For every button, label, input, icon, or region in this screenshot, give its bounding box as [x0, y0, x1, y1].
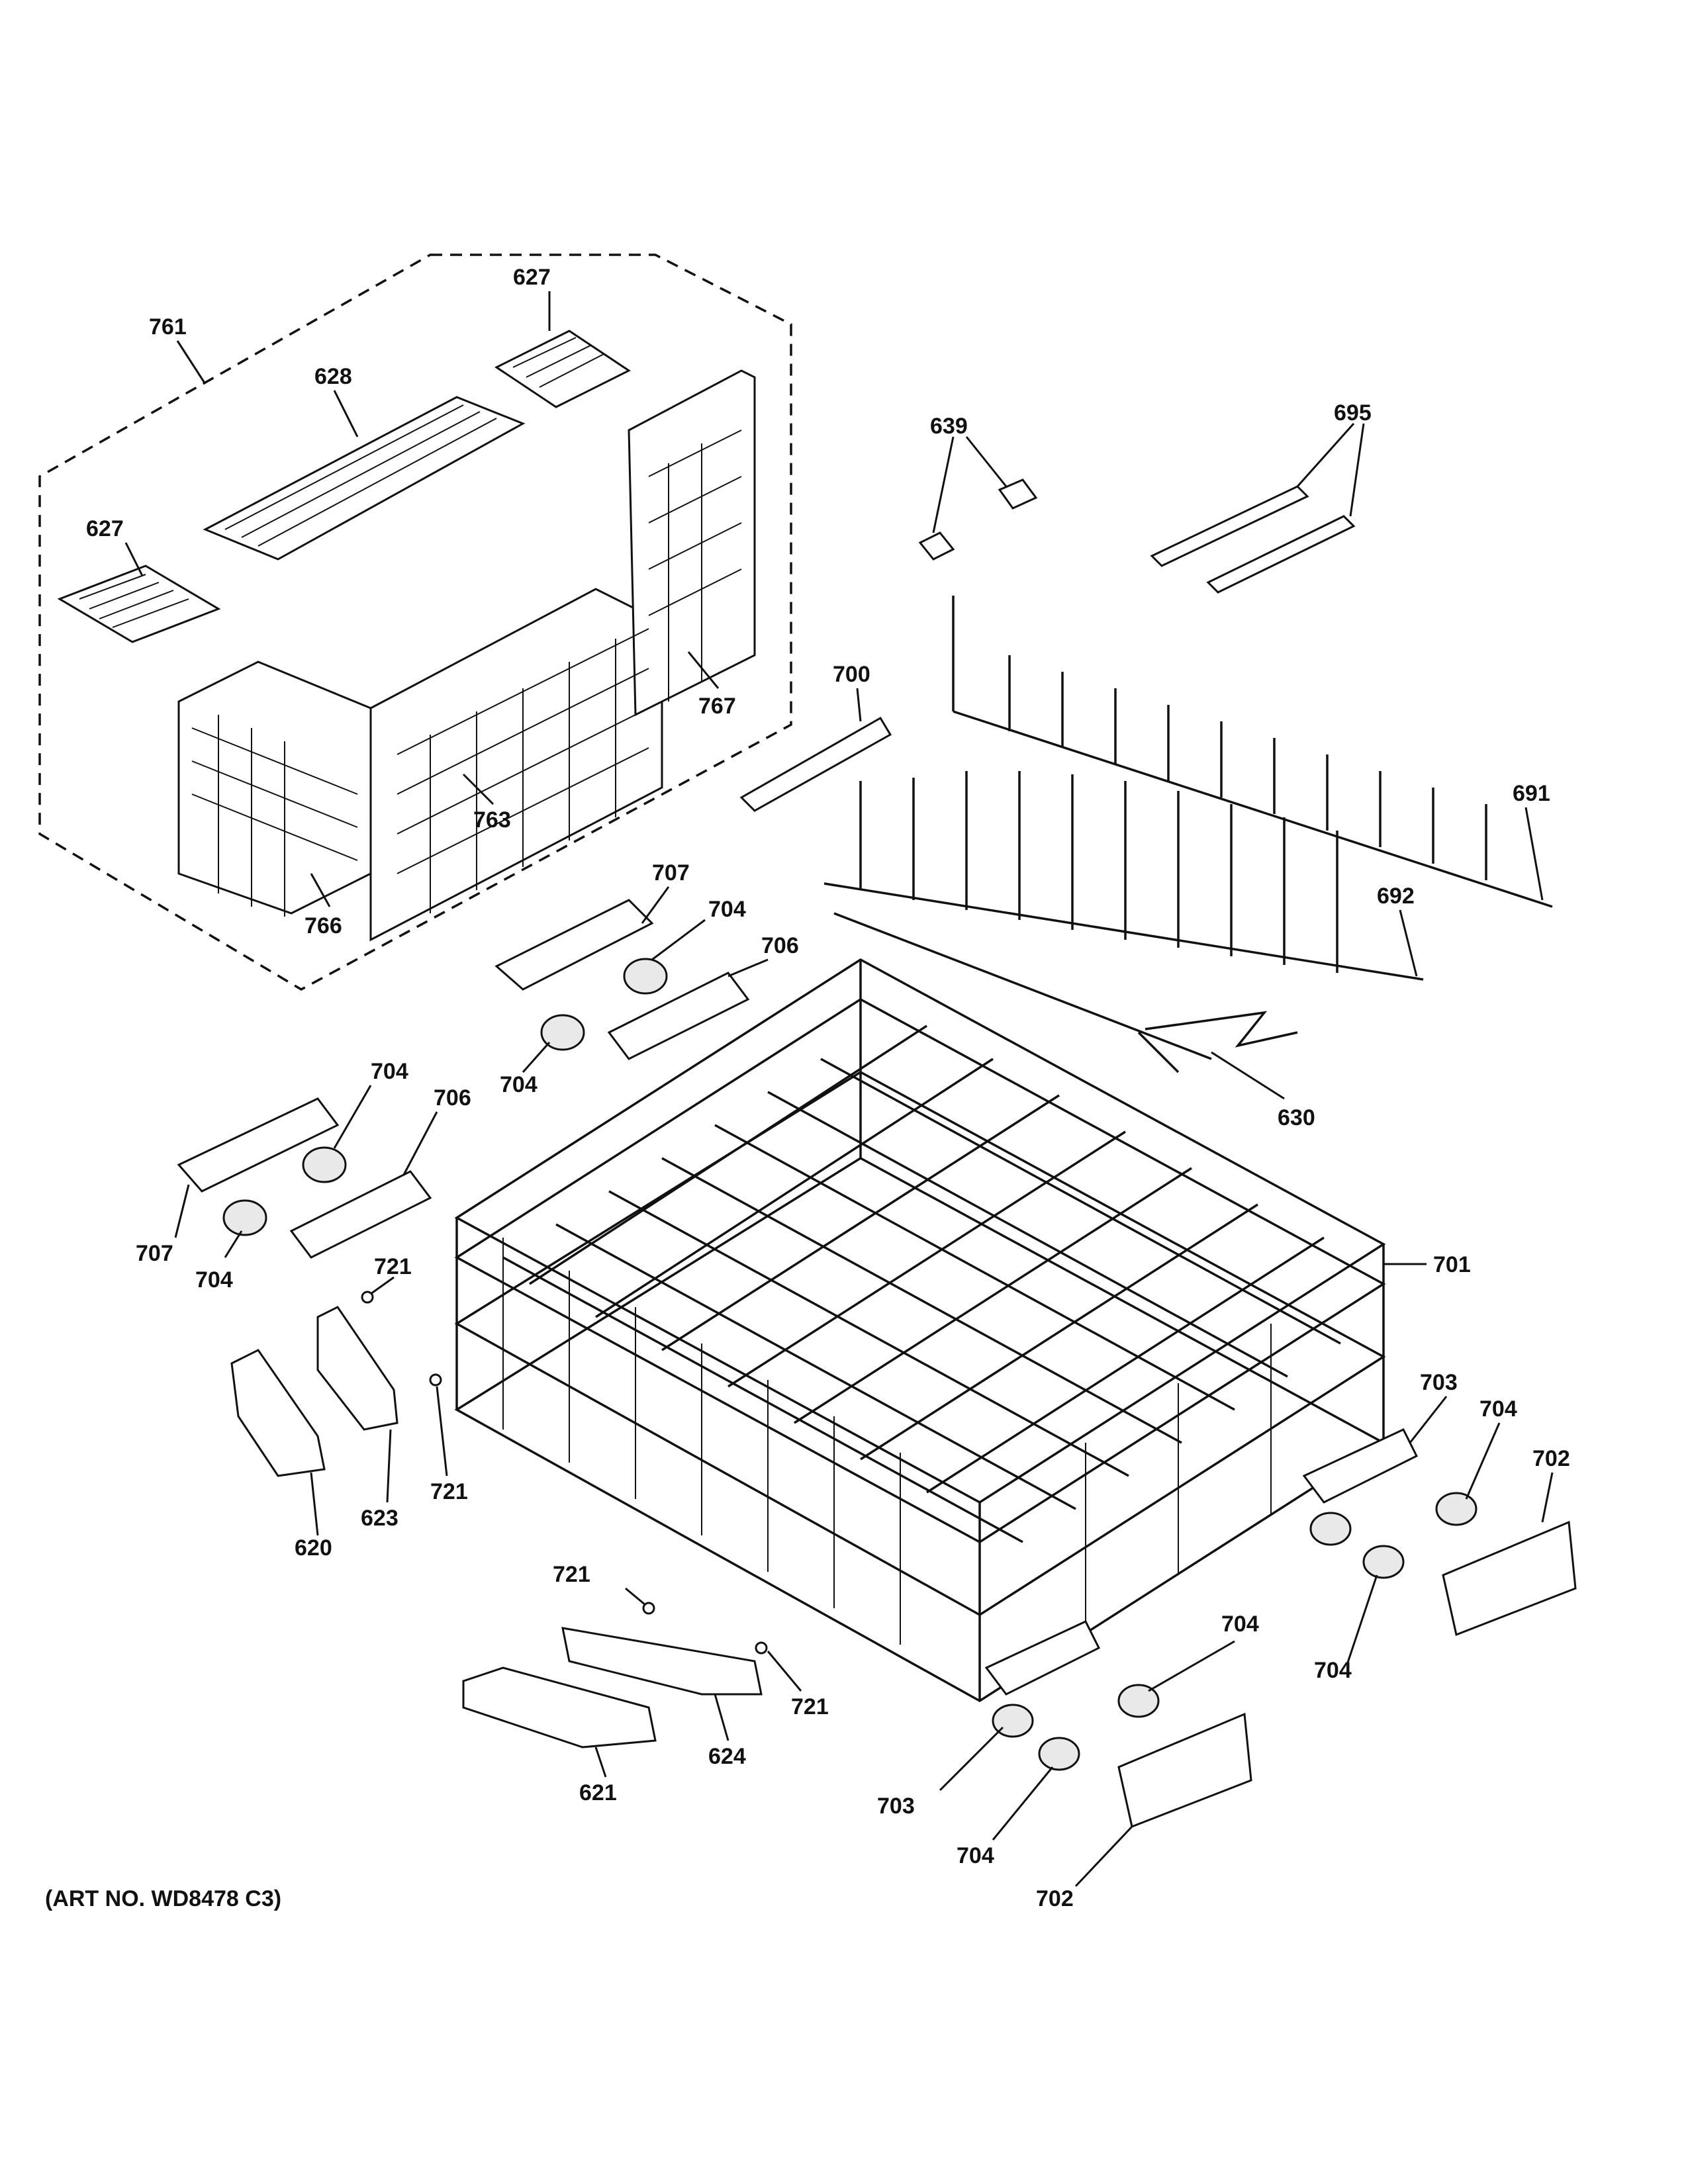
- callout-627-top: 627: [513, 265, 551, 290]
- tine-row-692: [823, 771, 1424, 981]
- art-number: (ART NO. WD8478 C3): [45, 1886, 282, 1911]
- callout-721-middle: 721: [430, 1479, 468, 1504]
- bracket-623: [316, 1306, 399, 1431]
- callout-623: 623: [361, 1506, 399, 1531]
- callout-721-top: 721: [374, 1254, 412, 1279]
- bracket-624: [561, 1627, 763, 1696]
- callout-704-lower-top: 704: [1221, 1612, 1259, 1637]
- callout-706-left: 706: [434, 1085, 471, 1111]
- tine-clip-700: [739, 716, 892, 812]
- callout-704-upper-right: 704: [708, 897, 746, 922]
- callout-624: 624: [708, 1744, 746, 1769]
- roller-group-right: [1302, 1428, 1577, 1637]
- callout-627-left: 627: [86, 516, 124, 541]
- basket-cover-right: [494, 330, 631, 408]
- callout-721-lower-right: 721: [791, 1694, 829, 1719]
- rail-695: [1150, 485, 1356, 594]
- callout-621: 621: [579, 1780, 617, 1805]
- callout-704-right-bottom: 704: [1314, 1658, 1352, 1683]
- callout-761: 761: [149, 314, 187, 340]
- callout-704-left-bottom: 704: [195, 1267, 233, 1293]
- basket-cover-center: [203, 396, 526, 561]
- tine-row-630: [833, 912, 1298, 1073]
- callout-721-lower-left: 721: [553, 1562, 590, 1587]
- callout-707-left: 707: [136, 1241, 173, 1266]
- callout-703-right: 703: [1420, 1370, 1458, 1395]
- callout-702-right: 702: [1532, 1446, 1570, 1471]
- roller-group-lower: [984, 1620, 1252, 1829]
- screw-721-b: [429, 1373, 442, 1387]
- callout-767: 767: [698, 694, 736, 719]
- screw-721-c: [642, 1602, 655, 1615]
- clip-639: [918, 478, 1038, 561]
- basket-assembly-outline: [38, 253, 792, 991]
- callout-639: 639: [930, 414, 968, 439]
- tine-row-691: [952, 596, 1553, 908]
- leader-lines: [124, 291, 1554, 1888]
- bumper-620: [230, 1349, 326, 1477]
- callout-702-lower: 702: [1036, 1886, 1074, 1911]
- callout-620: 620: [295, 1535, 332, 1561]
- callout-691: 691: [1513, 781, 1550, 806]
- callout-701: 701: [1433, 1252, 1471, 1277]
- bumper-621: [462, 1666, 657, 1749]
- callout-695: 695: [1334, 400, 1372, 426]
- callout-704-right-top: 704: [1479, 1396, 1517, 1422]
- callout-700: 700: [833, 662, 870, 687]
- callout-704-left-top: 704: [371, 1059, 408, 1084]
- callout-692: 692: [1377, 884, 1415, 909]
- callout-630: 630: [1278, 1105, 1315, 1130]
- silverware-basket: [177, 369, 756, 942]
- basket-cover-left: [57, 565, 221, 643]
- callout-707-upper: 707: [652, 860, 690, 886]
- callout-703-lower: 703: [877, 1794, 915, 1819]
- callout-704-upper-left: 704: [500, 1072, 538, 1097]
- callout-763: 763: [473, 807, 511, 833]
- callout-706-upper: 706: [761, 933, 799, 958]
- rack-adjuster-left: [177, 1097, 432, 1259]
- lower-rack-701: [454, 958, 1386, 1703]
- screw-721-d: [755, 1641, 768, 1655]
- callout-628: 628: [314, 364, 352, 389]
- callout-766: 766: [305, 913, 342, 938]
- callout-704-lower-bottom: 704: [957, 1843, 994, 1868]
- screw-721-a: [361, 1291, 374, 1304]
- rack-adjuster-upper: [494, 899, 750, 1060]
